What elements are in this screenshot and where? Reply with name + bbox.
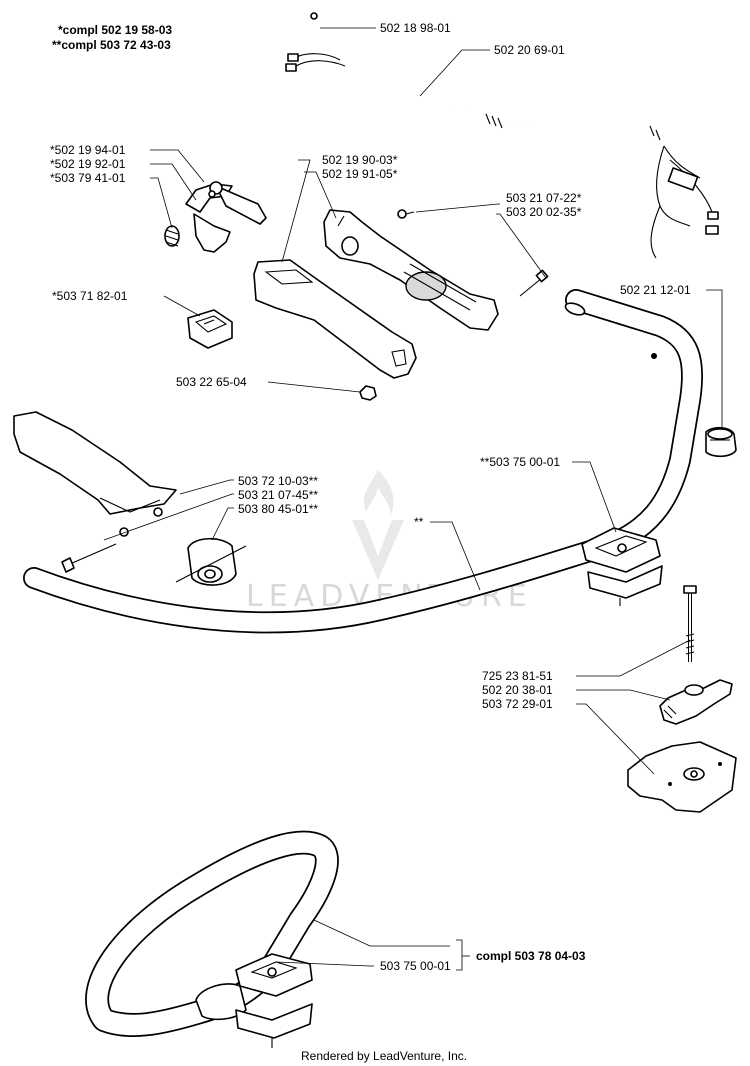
leader-503226504 [267, 381, 361, 393]
bolt-503210745-part [61, 543, 117, 573]
nut-503226504-part [359, 385, 377, 401]
knob-502203801-part [659, 679, 733, 725]
compl-label-2: **compl 503 72 43-03 [52, 38, 171, 52]
callout-503-21-07-22: 503 21 07-22* [506, 191, 582, 205]
clamp-lower-part [235, 953, 313, 1048]
callout-503-20-02-35: 503 20 02-35* [506, 205, 582, 219]
base-503722901-part [627, 741, 737, 813]
leader-503718201 [163, 295, 201, 317]
callout-503-71-82-01: *503 71 82-01 [52, 289, 128, 303]
throttle-lever-part [185, 181, 267, 253]
callout-503-80-45-01: 503 80 45-01** [238, 502, 318, 516]
footer-credit: Rendered by LeadVenture, Inc. [301, 1049, 467, 1063]
leader-502199401 [150, 149, 205, 183]
handle-grip-part [13, 411, 177, 537]
callout-compl-503-78-04-03: compl 503 78 04-03 [476, 949, 586, 963]
leader-503804501 [211, 507, 234, 541]
leader-loop-handle [313, 919, 450, 947]
clamp-503750001-part [581, 527, 663, 606]
callout-503-22-65-04: 503 22 65-04 [176, 375, 247, 389]
callout-725-23-81-51: 725 23 81-51 [482, 669, 553, 683]
callout-503-75-00-01-upper: **503 75 00-01 [480, 455, 560, 469]
callout-503-72-29-01: 503 72 29-01 [482, 697, 553, 711]
leader-502203801 [576, 689, 671, 701]
leader-502206901 [419, 49, 463, 97]
leader-503794101 [150, 177, 173, 229]
callout-503-75-00-01-lower: 503 75 00-01 [380, 959, 451, 973]
callout-502-18-98-01: 502 18 98-01 [380, 21, 451, 35]
leader-handlebar [430, 521, 481, 591]
leader-503722901 [576, 703, 655, 775]
callout-502-20-38-01: 502 20 38-01 [482, 683, 553, 697]
leader-503200235 [496, 213, 547, 279]
leader-503721003 [179, 479, 234, 495]
callout-502-19-94-01: *502 19 94-01 [50, 143, 126, 157]
handle-half-left-part [253, 259, 417, 379]
screw-503210722-part [397, 209, 415, 219]
leader-502199003 [281, 159, 311, 263]
wire-harness [285, 12, 719, 259]
leader-503210745 [103, 493, 234, 541]
clamp-502211201-part [705, 426, 737, 458]
handlebar-tube-part [23, 289, 704, 634]
callout-503-79-41-01: *503 79 41-01 [50, 171, 126, 185]
assembly-bracket [456, 939, 463, 971]
callout-502-19-92-01: *502 19 92-01 [50, 157, 126, 171]
compl-label-1: *compl 502 19 58-03 [58, 23, 172, 37]
callout-502-20-69-01: 502 20 69-01 [494, 43, 565, 57]
leader-503750001-lower [275, 961, 374, 967]
spring-part [164, 225, 180, 247]
leader-502199105 [304, 171, 337, 219]
leader-502211201 [706, 289, 723, 428]
leader-725238151 [576, 639, 691, 677]
screw-503200235-part [519, 269, 549, 297]
sleeve-503804501-part [175, 537, 247, 586]
watermark-logo [352, 470, 404, 580]
callout-handlebar: ** [414, 515, 424, 529]
leader-503751001 [572, 461, 617, 533]
callout-503-21-07-45: 503 21 07-45** [238, 488, 318, 502]
callout-502-19-91-05: 502 19 91-05* [322, 167, 398, 181]
stop-switch-part [187, 309, 233, 349]
bolt-725238151-part [683, 585, 697, 662]
handle-half-right-part [323, 209, 499, 331]
leader-503210722 [415, 203, 500, 213]
leader-502199201 [150, 163, 197, 201]
loop-handle-part [85, 830, 339, 1038]
callout-503-72-10-03: 503 72 10-03** [238, 474, 318, 488]
callout-502-19-90-03: 502 19 90-03* [322, 153, 398, 167]
callout-502-21-12-01: 502 21 12-01 [620, 283, 691, 297]
